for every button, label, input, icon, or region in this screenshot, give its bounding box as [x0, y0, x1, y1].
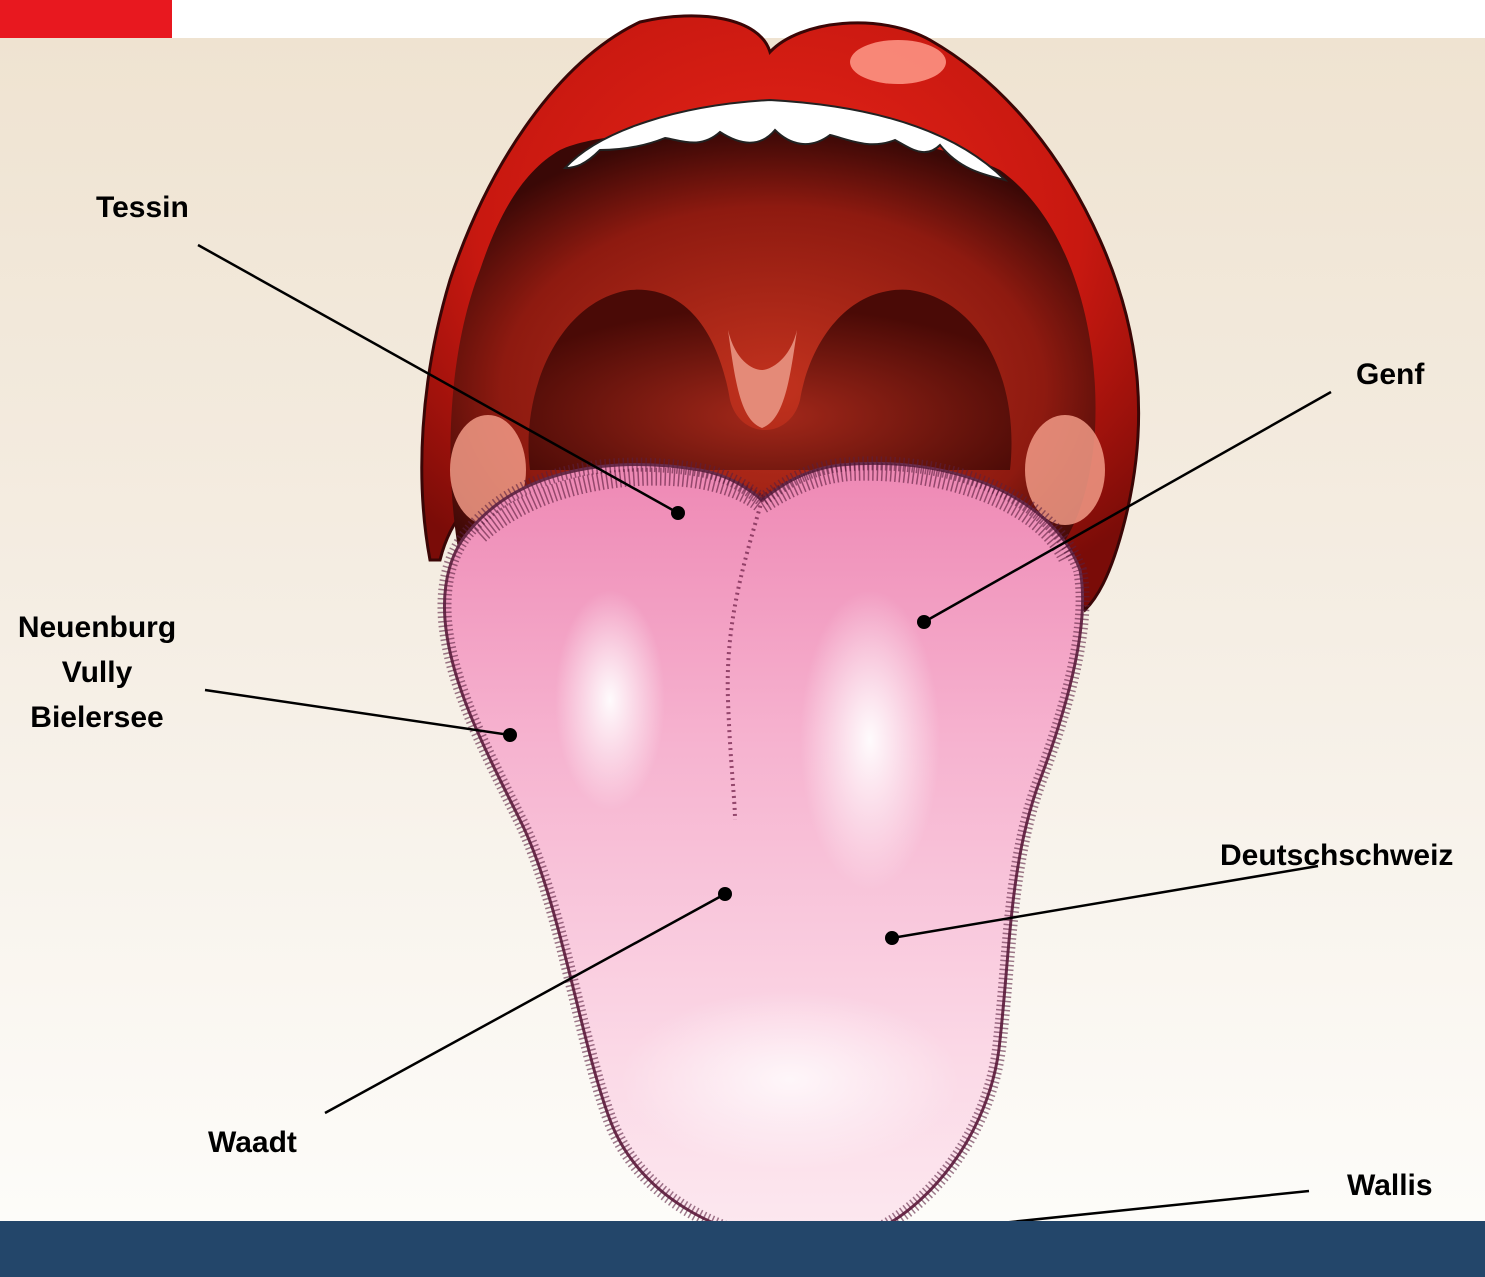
footer-bar: [0, 1221, 1485, 1277]
lip-highlight: [850, 40, 946, 84]
label-vully: Vully: [0, 655, 194, 691]
marker-dot-genf: [917, 615, 931, 629]
tongue-highlight-left: [555, 590, 665, 810]
label-bielersee: Bielersee: [0, 700, 194, 736]
tongue-highlight-tip: [620, 990, 960, 1170]
marker-dot-waadt: [718, 887, 732, 901]
right-tonsil: [1025, 415, 1105, 525]
label-genf: Genf: [1356, 357, 1424, 393]
marker-dot-deutschschweiz: [885, 931, 899, 945]
marker-dot-neuenburg: [503, 728, 517, 742]
label-waadt: Waadt: [208, 1125, 297, 1161]
marker-dot-tessin: [671, 506, 685, 520]
label-neuenburg: Neuenburg: [0, 610, 194, 646]
label-deutschschweiz: Deutschschweiz: [1220, 838, 1453, 874]
tongue-highlight-right: [800, 590, 940, 890]
label-wallis: Wallis: [1347, 1168, 1433, 1204]
label-tessin: Tessin: [96, 190, 189, 226]
